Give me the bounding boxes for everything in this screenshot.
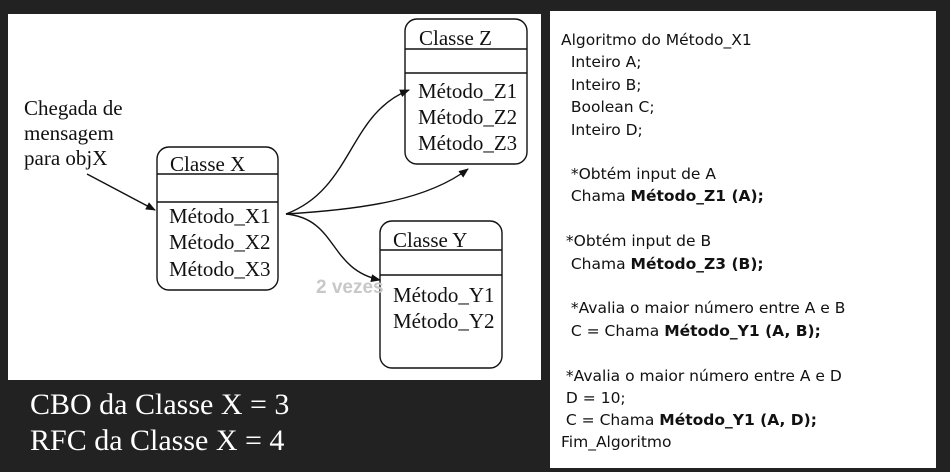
class-z-method-3: Método_Z3 bbox=[418, 131, 517, 155]
algorithm-line-text: *Avalia o maior número entre A e D bbox=[561, 367, 842, 385]
algorithm-line-text: Inteiro B; bbox=[561, 76, 642, 94]
class-x-method-1: Método_X1 bbox=[169, 204, 271, 228]
class-y-method-1: Método_Y1 bbox=[393, 283, 495, 307]
algorithm-line: Chama Método_Z3 (B); bbox=[561, 255, 764, 273]
algorithm-line-text: Algoritmo do Método_X1 bbox=[561, 31, 752, 49]
algorithm-line-text: Inteiro A; bbox=[561, 53, 642, 71]
algorithm-line-text: Chama bbox=[561, 255, 631, 273]
algorithm-line-text: C = Chama bbox=[561, 322, 665, 340]
algorithm-panel: Algoritmo do Método_X1 Inteiro A; Inteir… bbox=[550, 11, 936, 468]
class-z-box: Classe Z Método_Z1 Método_Z2 Método_Z3 bbox=[404, 18, 528, 165]
class-x-name: Classe X bbox=[170, 152, 245, 176]
algorithm-line-text: C = Chama bbox=[561, 411, 660, 429]
class-x-box: Classe X Método_X1 Método_X2 Método_X3 bbox=[156, 146, 279, 291]
algorithm-line-text: Chama bbox=[561, 187, 631, 205]
class-z-method-1: Método_Z1 bbox=[418, 79, 517, 103]
call-arrow-to-z1 bbox=[285, 89, 410, 215]
diagram-panel: Chegada de mensagem para objX Classe X M… bbox=[8, 14, 541, 380]
algorithm-method-call: Método_Z3 (B); bbox=[630, 255, 764, 273]
incoming-note-line-1: Chegada de bbox=[24, 96, 123, 120]
algorithm-line-text: D = 10; bbox=[561, 389, 626, 407]
algorithm-line: *Avalia o maior número entre A e B bbox=[561, 299, 846, 317]
class-z-name: Classe Z bbox=[419, 26, 492, 50]
call-arrow-to-z3 bbox=[285, 168, 469, 215]
class-x-method-3: Método_X3 bbox=[169, 257, 271, 281]
algorithm-line: Fim_Algoritmo bbox=[561, 433, 672, 451]
class-y-name: Classe Y bbox=[393, 228, 467, 252]
algorithm-line-text: Fim_Algoritmo bbox=[561, 433, 672, 451]
incoming-note-line-3: para objX bbox=[24, 146, 107, 170]
class-x-method-2: Método_X2 bbox=[169, 230, 271, 254]
algorithm-line: *Avalia o maior número entre A e D bbox=[561, 367, 842, 385]
algorithm-line-text: *Avalia o maior número entre A e B bbox=[561, 299, 846, 317]
incoming-note-line-2: mensagem bbox=[24, 121, 114, 145]
call-arrow-to-y1 bbox=[285, 213, 381, 283]
algorithm-method-call: Método_Z1 (A); bbox=[630, 187, 764, 205]
algorithm-line-text: Boolean C; bbox=[561, 98, 655, 116]
cbo-metric: CBO da Classe X = 3 bbox=[30, 388, 290, 421]
two-times-label: 2 vezes bbox=[316, 277, 384, 298]
class-z-method-2: Método_Z2 bbox=[418, 105, 517, 129]
algorithm-line-text: Inteiro D; bbox=[561, 121, 643, 139]
algorithm-line: Inteiro A; bbox=[561, 53, 642, 71]
algorithm-method-call: Método_Y1 (A, D); bbox=[659, 411, 817, 429]
algorithm-line: *Obtém input de A bbox=[561, 165, 716, 183]
class-y-box: Classe Y Método_Y1 Método_Y2 bbox=[379, 220, 503, 369]
class-y-method-2: Método_Y2 bbox=[393, 309, 495, 333]
algorithm-line: Algoritmo do Método_X1 bbox=[561, 31, 752, 49]
algorithm-line-text: *Obtém input de A bbox=[561, 165, 716, 183]
class-diagram: Chegada de mensagem para objX Classe X M… bbox=[24, 18, 528, 369]
algorithm-method-call: Método_Y1 (A, B); bbox=[664, 322, 821, 340]
algorithm-line: Boolean C; bbox=[561, 98, 655, 116]
incoming-message-arrow bbox=[86, 173, 156, 211]
algorithm-line-text: *Obtém input de B bbox=[561, 232, 712, 250]
rfc-metric: RFC da Classe X = 4 bbox=[30, 424, 285, 457]
algorithm-line: Inteiro D; bbox=[561, 121, 643, 139]
algorithm-line: Inteiro B; bbox=[561, 76, 642, 94]
algorithm-line: C = Chama Método_Y1 (A, D); bbox=[561, 411, 817, 429]
algorithm-line: Chama Método_Z1 (A); bbox=[561, 187, 764, 205]
algorithm-line: *Obtém input de B bbox=[561, 232, 711, 250]
algorithm-line: D = 10; bbox=[561, 389, 626, 407]
algorithm-line: C = Chama Método_Y1 (A, B); bbox=[561, 322, 821, 340]
